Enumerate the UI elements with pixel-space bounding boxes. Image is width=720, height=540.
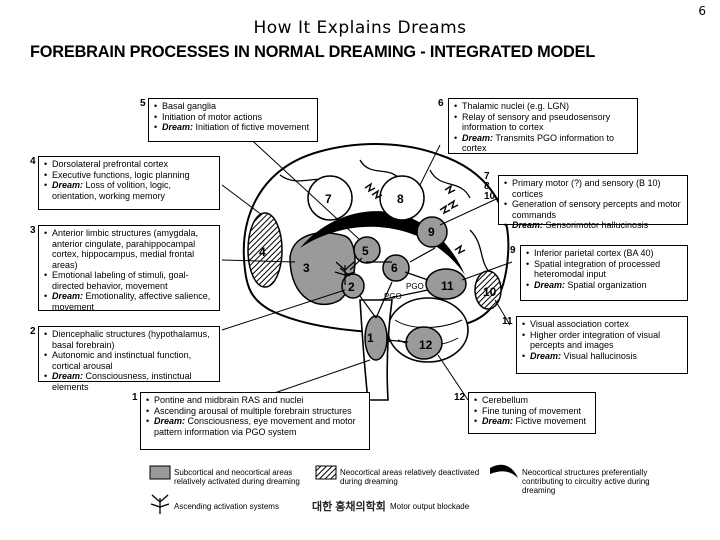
legend-activation-label: Ascending activation systems <box>174 502 279 511</box>
pgo-label-1: PGO <box>406 282 424 291</box>
b12-item: Cerebellum <box>474 395 591 406</box>
box-2-number: 2 <box>30 326 36 337</box>
b3-item: Emotional labeling of stimuli, goal-dire… <box>44 270 215 291</box>
b7-item: Dream: Sensorimotor hallucinosis <box>504 220 683 231</box>
box-7: Primary motor (?) and sensory (B 10) cor… <box>498 175 688 230</box>
region-label-2: 2 <box>348 280 355 294</box>
b11-item: Dream: Visual hallucinosis <box>522 351 683 362</box>
b7-item: Generation of sensory percepts and motor… <box>504 199 683 220</box>
region-label-7: 7 <box>325 192 332 206</box>
legend-hatched-swatch <box>315 465 337 480</box>
box-9: Inferior parietal cortex (BA 40)Spatial … <box>520 245 688 301</box>
legend-arc-label: Neocortical structures preferentially co… <box>522 468 650 495</box>
b9-item: Spatial integration of processed heterom… <box>526 259 683 280</box>
box-6-number: 6 <box>438 98 444 109</box>
legend-hatched-label: Neocortical areas relatively deactivated… <box>340 468 480 486</box>
legend-activation-swatch <box>150 494 170 514</box>
b5-item: Dream: Initiation of fictive movement <box>154 122 313 133</box>
legend-grey-label: Subcortical and neocortical areas relati… <box>174 468 300 486</box>
box-5-number: 5 <box>140 98 146 109</box>
region-2 <box>341 273 365 299</box>
region-7 <box>307 175 353 221</box>
box-11-number: 11 <box>502 316 513 327</box>
b2-item: Dream: Consciousness, instinctual elemen… <box>44 371 215 392</box>
b1-item: Ascending arousal of multiple forebrain … <box>146 406 365 417</box>
box-1: Pontine and midbrain RAS and nucleiAscen… <box>140 392 370 450</box>
pgo-label-2: PGO <box>384 292 402 301</box>
box-7-number: 7 8 10 <box>484 171 496 202</box>
box-4-number: 4 <box>30 156 36 167</box>
box-3-number: 3 <box>30 225 36 236</box>
b2-item: Autonomic and instinctual function, cort… <box>44 350 215 371</box>
b5-item: Basal ganglia <box>154 101 313 112</box>
b11-item: Visual association cortex <box>522 319 683 330</box>
b1-item: Dream: Consciousness, eye movement and m… <box>146 416 365 437</box>
region-label-9: 9 <box>428 225 435 239</box>
b4-item: Dream: Loss of volition, logic, orientat… <box>44 180 215 201</box>
region-label-1: 1 <box>367 331 374 345</box>
b1-item: Pontine and midbrain RAS and nuclei <box>146 395 365 406</box>
box-4: Dorsolateral prefrontal cortexExecutive … <box>38 156 220 210</box>
box-12-number: 12 <box>454 392 466 403</box>
b5-item: Initiation of motor actions <box>154 112 313 123</box>
b3-item: Anterior limbic structures (amygdala, an… <box>44 228 215 270</box>
region-9 <box>416 216 448 248</box>
legend-grey-swatch <box>149 465 171 480</box>
region-label-8: 8 <box>397 192 404 206</box>
region-12 <box>405 326 443 360</box>
b12-item: Dream: Fictive movement <box>474 416 591 427</box>
box-5: Basal gangliaInitiation of motor actions… <box>148 98 318 142</box>
region-label-11: 11 <box>441 279 454 293</box>
box-2: Diencephalic structures (hypothalamus, b… <box>38 326 220 392</box>
box-3: Anterior limbic structures (amygdala, an… <box>38 225 220 312</box>
region-1 <box>364 315 388 361</box>
legend-blockade-label: Motor output blockade <box>390 502 470 511</box>
b12-item: Fine tuning of movement <box>474 406 591 417</box>
watermark: 대한 홍채의학회 <box>312 501 386 513</box>
box-11: Visual association cortexHigher order in… <box>516 316 688 374</box>
region-label-12: 12 <box>419 338 433 352</box>
box-1-number: 1 <box>132 392 138 403</box>
legend-arc-swatch <box>490 464 518 478</box>
figure-title: FOREBRAIN PROCESSES IN NORMAL DREAMING -… <box>30 42 596 61</box>
b9-item: Dream: Spatial organization <box>526 280 683 291</box>
b2-item: Diencephalic structures (hypothalamus, b… <box>44 329 215 350</box>
b6-item: Relay of sensory and pseudosensory infor… <box>454 112 633 133</box>
box-9-number: 9 <box>510 245 516 256</box>
b3-item: Dream: Emotionality, affective salience,… <box>44 291 215 312</box>
b6-item: Dream: Transmits PGO information to cort… <box>454 133 633 154</box>
page-number: 6 <box>698 4 706 18</box>
b9-item: Inferior parietal cortex (BA 40) <box>526 248 683 259</box>
b7-item: Primary motor (?) and sensory (B 10) cor… <box>504 178 683 199</box>
region-label-6: 6 <box>391 261 398 275</box>
slide-title: How It Explains Dreams <box>253 18 467 38</box>
box-12: CerebellumFine tuning of movementDream: … <box>468 392 596 434</box>
b4-item: Dorsolateral prefrontal cortex <box>44 159 215 170</box>
region-label-10: 10 <box>483 285 497 299</box>
box-6: Thalamic nuclei (e.g. LGN)Relay of senso… <box>448 98 638 154</box>
region-3 <box>289 232 356 306</box>
region-4 <box>247 212 283 288</box>
region-label-5: 5 <box>362 244 369 258</box>
b11-item: Higher order integration of visual perce… <box>522 330 683 351</box>
b4-item: Executive functions, logic planning <box>44 170 215 181</box>
b6-item: Thalamic nuclei (e.g. LGN) <box>454 101 633 112</box>
region-label-3: 3 <box>303 261 310 275</box>
region-11 <box>425 268 467 300</box>
region-label-4: 4 <box>259 245 266 259</box>
region-8 <box>379 175 425 221</box>
region-5 <box>353 236 381 264</box>
